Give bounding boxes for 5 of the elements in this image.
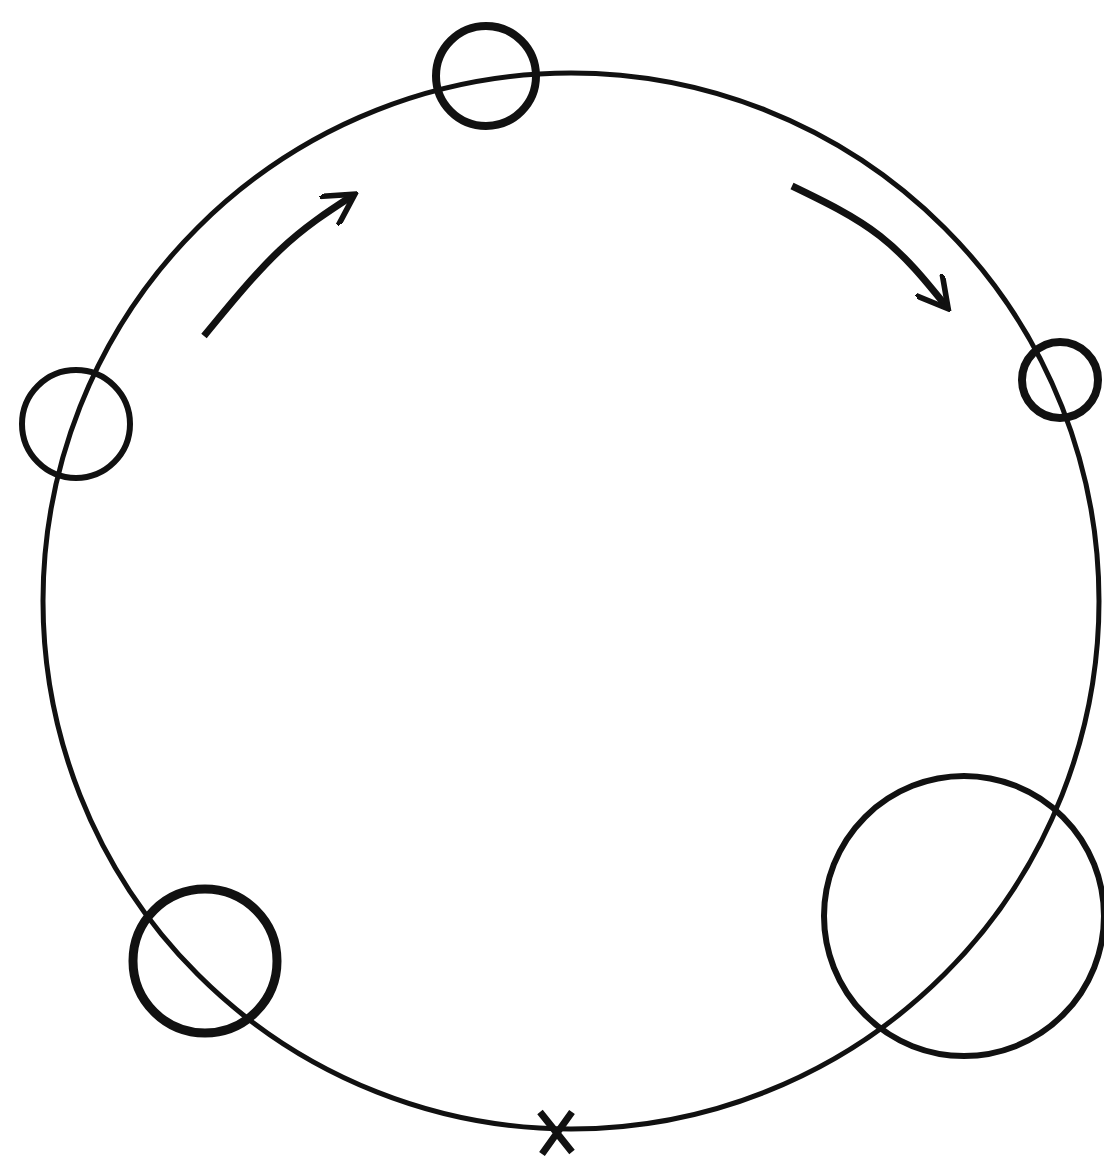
small-circle (123, 879, 285, 1041)
orbit-circle (37, 67, 1103, 1133)
small-circle (428, 18, 544, 134)
small-circle (1014, 334, 1104, 426)
small-circle (16, 364, 136, 484)
